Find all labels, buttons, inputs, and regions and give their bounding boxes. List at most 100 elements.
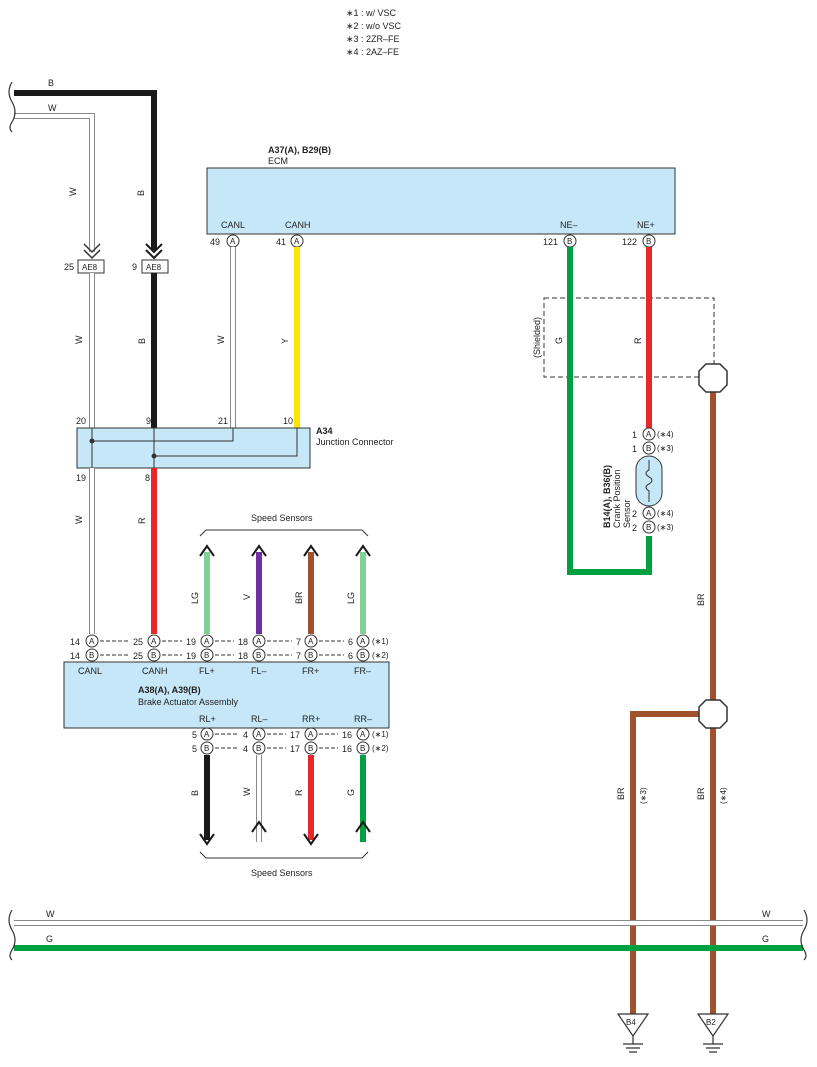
label-r-crank: R [633, 337, 643, 344]
brake-b-pin-6: 6 [348, 651, 353, 661]
crank-pin-1b-note: (∗3) [657, 444, 674, 453]
ecm-pin-label-canl: CANL [221, 220, 245, 230]
junction-code: A34 [316, 426, 333, 436]
label-fl-minus: V [242, 594, 252, 600]
brake-b-note: (∗2) [372, 651, 389, 660]
chevron-rr-minus-icon [355, 820, 371, 833]
crank-pin-2a-conn: A [646, 509, 652, 518]
wire-w-top [14, 114, 94, 252]
wire-w-top-outline [14, 113, 95, 252]
brake-a-circle-1 [85, 634, 99, 648]
arrow-fl-plus-icon [199, 544, 215, 557]
brake-b-conn-1: B [89, 651, 94, 660]
bus-g-label-left: G [46, 934, 53, 944]
label-br-right-note: (∗4) [719, 787, 728, 804]
brake-a-pin-6: 6 [348, 637, 353, 647]
ecm-pin-label-ne-minus: NE– [560, 220, 578, 230]
bus-lines: W W G G [8, 909, 808, 961]
ae8-1-num: 25 [64, 262, 74, 272]
brake-a-conn-6: A [360, 637, 366, 646]
brake-bb-circle-4 [356, 741, 370, 755]
junction-name: Junction Connector [316, 437, 394, 447]
brake-code: A38(A), A39(B) [138, 685, 201, 695]
brake-b-pin-25: 25 [133, 651, 143, 661]
brake-b-circle-6 [356, 648, 370, 662]
brake-b-circle-5 [304, 648, 318, 662]
ecm-pin-num-49: 49 [210, 237, 220, 247]
brake-ba-conn-1: A [204, 730, 210, 739]
splice-top [698, 363, 728, 393]
junction-box [76, 427, 311, 469]
label-b-vert-mid: B [137, 338, 147, 344]
brake-b-circle-3 [200, 648, 214, 662]
brake-top-pins: 14 A 25 A 19 A 18 A 7 A 6 A (∗1) 14 B 25… [70, 634, 389, 662]
brake-ba-conn-4: A [360, 730, 366, 739]
crank-name-2: Sensor [622, 499, 632, 528]
junction-top-pin-20: 20 [76, 416, 86, 426]
bus-g-label-right: G [762, 934, 769, 944]
bus-w-label-right: W [762, 909, 771, 919]
junction-bottom-pin-8: 8 [145, 473, 150, 483]
grounds: B4 B2 [616, 1013, 730, 1053]
junction-dot-2 [151, 453, 157, 459]
brake-b-conn-3: B [204, 651, 209, 660]
crank-code: B14(A), B36(B) [602, 465, 612, 528]
chevron-rl-minus-icon [251, 820, 267, 833]
brake-b-conn-2: B [151, 651, 156, 660]
label-b-top: B [48, 78, 54, 88]
junction-top-pin-9: 9 [146, 416, 151, 426]
label-rl-plus: B [190, 790, 200, 796]
brake-b-pin-7: 7 [296, 651, 301, 661]
brake-a-conn-4: A [256, 637, 262, 646]
crank-pin-2b [642, 520, 656, 534]
ecm-box [206, 167, 676, 235]
arrow-rl-plus-icon [199, 833, 215, 846]
junction-dot-1 [89, 438, 95, 444]
brake-a-circle-5 [304, 634, 318, 648]
ground-b4-label: B4 [626, 1018, 636, 1027]
brake-b-conn-6: B [360, 651, 365, 660]
brake-ba-conn-2: A [256, 730, 262, 739]
brake-label-rr-minus: RR– [354, 714, 372, 724]
label-w-vert-mid: W [74, 335, 84, 344]
brake-ba-pin-4: 4 [243, 730, 248, 740]
ecm-pin-label-ne-plus: NE+ [637, 220, 655, 230]
brake-bb-pin-17: 17 [290, 744, 300, 754]
brake-bb-conn-4: B [360, 744, 365, 753]
bracket-bottom [199, 851, 369, 859]
brake-a-conn-5: A [308, 637, 314, 646]
brake-label-canl: CANL [78, 666, 102, 676]
brake-bb-pin-16: 16 [342, 744, 352, 754]
brake-ba-pin-16: 16 [342, 730, 352, 740]
junction-group: 20 9 21 10 A34 Junction Connector 19 8 [76, 416, 394, 483]
arrow-fr-plus-icon [303, 544, 319, 557]
brake-label-fr-minus: FR– [354, 666, 371, 676]
bus-break-left [8, 909, 16, 961]
crank-pin-2b-num: 2 [632, 523, 637, 533]
chevron-w [83, 243, 101, 260]
ecm-pin-conn-121: B [567, 237, 572, 246]
label-fr-plus: BR [294, 591, 304, 604]
crank-pin-2b-conn: B [646, 523, 651, 532]
label-br-right-low: BR [696, 787, 706, 800]
ecm-pin-label-canh: CANH [285, 220, 311, 230]
brake-ba-conn-3: A [308, 730, 314, 739]
label-r-lower: R [137, 517, 147, 524]
ecm-group: A37(A), B29(B) ECM CANL CANH NE– NE+ 49 … [206, 145, 676, 248]
brake-bb-conn-1: B [204, 744, 209, 753]
brake-b-circle-4 [252, 648, 266, 662]
note-4: ∗4 : 2AZ–FE [346, 47, 399, 57]
crank-group: (Shielded) G R 1 A (∗4) 1 B (∗3) B14(A),… [532, 247, 715, 575]
junction-internal-lines [91, 428, 298, 468]
crank-name-1: Crank Position [612, 469, 622, 528]
label-rl-minus: W [242, 787, 252, 796]
brake-label-fl-plus: FL+ [199, 666, 215, 676]
chevron-fr-minus-icon [355, 544, 371, 557]
brake-bb-circle-3 [304, 741, 318, 755]
can-wires: W Y [216, 247, 300, 428]
brake-bb-pin-4: 4 [243, 744, 248, 754]
brake-b-pin-19: 19 [186, 651, 196, 661]
brake-label-fl-minus: FL– [251, 666, 267, 676]
brake-ba-circle-3 [304, 727, 318, 741]
brake-b-circle-1 [85, 648, 99, 662]
